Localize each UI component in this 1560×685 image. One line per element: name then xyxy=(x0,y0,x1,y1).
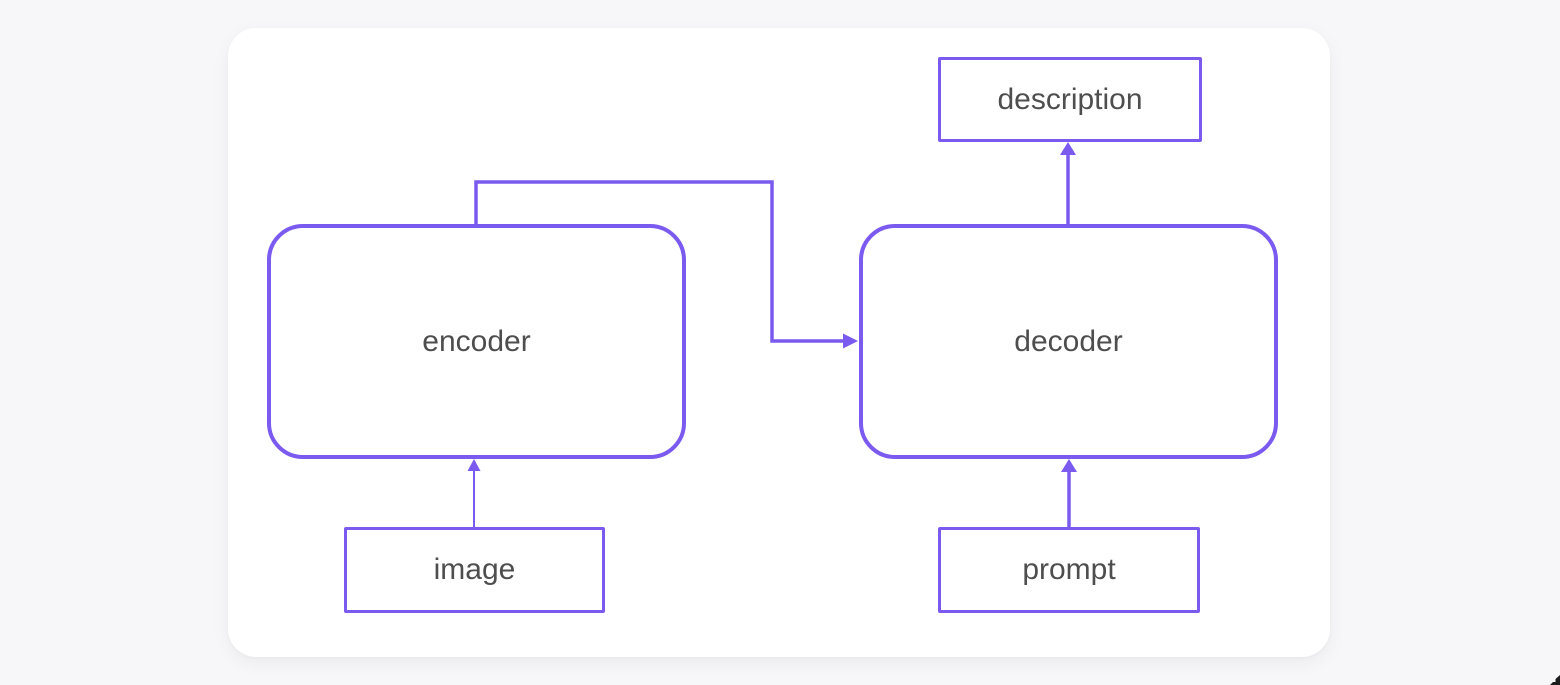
node-description-label: description xyxy=(997,82,1143,116)
node-decoder[interactable]: decoder xyxy=(859,224,1278,459)
node-encoder-label: encoder xyxy=(422,324,531,358)
node-prompt-label: prompt xyxy=(1022,553,1116,586)
arrowhead-encoder-to-decoder xyxy=(843,333,858,349)
node-description[interactable]: description xyxy=(938,57,1202,142)
node-decoder-label: decoder xyxy=(1014,324,1123,358)
node-image-label: image xyxy=(433,553,516,586)
node-prompt[interactable]: prompt xyxy=(938,527,1200,613)
node-encoder[interactable]: encoder xyxy=(267,224,686,459)
arrowhead-prompt-to-decoder xyxy=(1061,459,1077,472)
edge-encoder-to-decoder[interactable] xyxy=(474,180,845,343)
node-image[interactable]: image xyxy=(344,527,605,613)
arrowhead-image-to-encoder xyxy=(467,459,481,471)
arrowhead-decoder-to-description xyxy=(1060,142,1076,155)
